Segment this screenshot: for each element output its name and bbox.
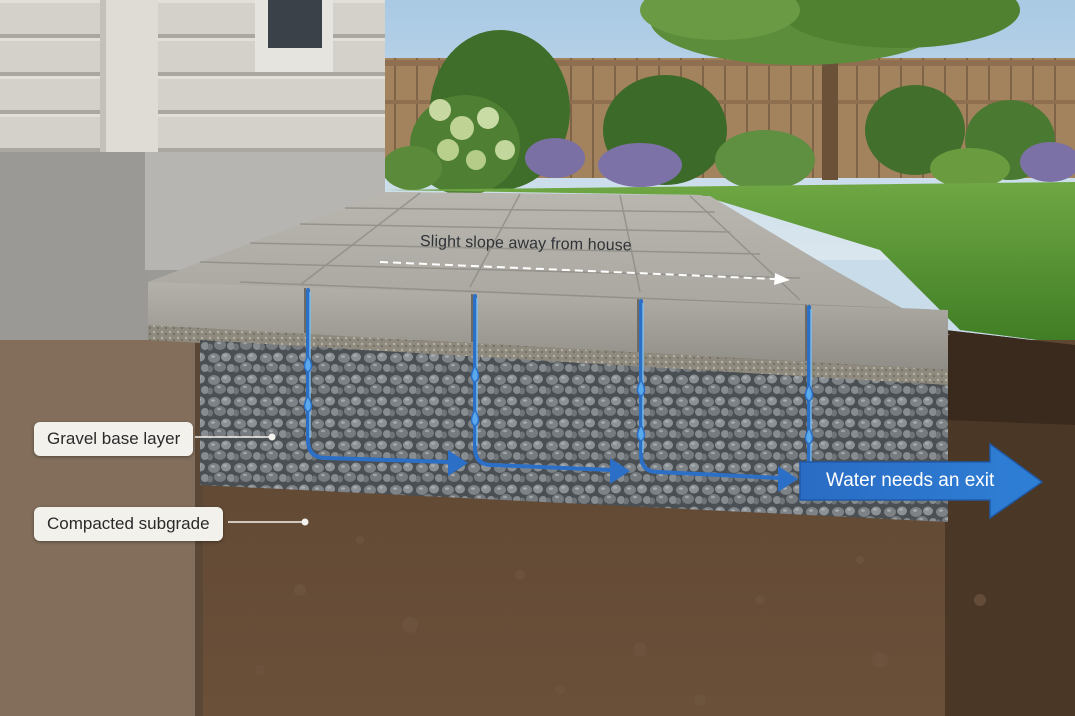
flow-arrowhead — [448, 450, 468, 476]
shrubs — [382, 30, 1075, 195]
water-drop — [804, 426, 814, 445]
water-exit-arrow — [799, 442, 1044, 520]
water-drop — [636, 423, 646, 442]
gravel-base-callout: Gravel base layer — [34, 422, 194, 456]
water-drop — [303, 354, 313, 373]
lawn — [385, 182, 1075, 345]
sand-bedding — [148, 325, 948, 385]
paver-front-edge — [148, 282, 948, 370]
water-drop — [470, 364, 480, 383]
water-drop — [804, 383, 814, 402]
callout-leaders — [195, 436, 305, 523]
tree — [640, 0, 1020, 180]
water-drop — [470, 408, 480, 427]
subgrade-callout: Compacted subgrade — [34, 507, 223, 541]
water-drop — [636, 378, 646, 397]
flow-arrowhead — [610, 458, 630, 484]
flow-arrowhead — [778, 466, 798, 492]
slope-arrow — [379, 261, 790, 285]
water-flow — [303, 288, 814, 492]
water-drop — [303, 394, 313, 413]
water-exit-label: Water needs an exit — [826, 470, 995, 491]
